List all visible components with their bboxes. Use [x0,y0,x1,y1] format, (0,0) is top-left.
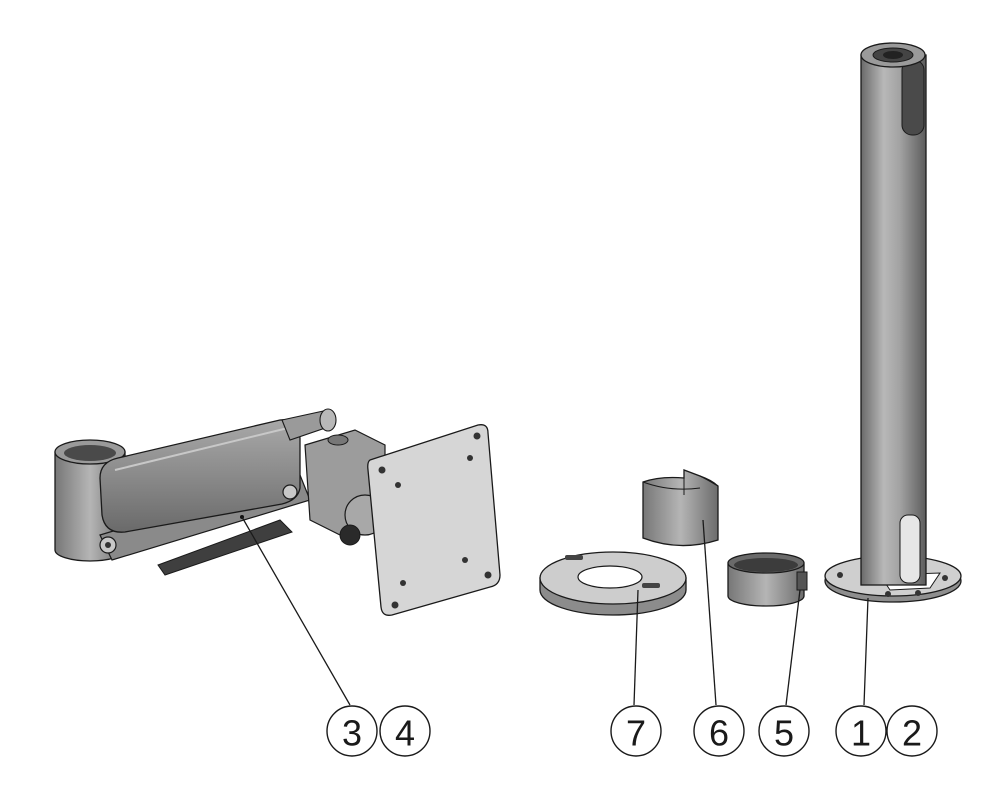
callout-4-label: 4 [395,713,415,754]
callout-4: 4 [379,705,431,757]
callout-3: 3 [326,705,378,757]
half-shell-clamp [642,469,719,547]
callout-2: 2 [886,705,938,757]
collar-ring [727,552,808,607]
base-ring [539,551,687,616]
monitor-arm-assembly [54,408,501,616]
callout-1: 1 [835,705,887,757]
leader-3-4 [241,516,351,706]
leader-1-2 [863,597,869,706]
leader-5 [785,589,801,706]
pole-assembly [824,42,962,603]
callout-6-label: 6 [709,713,729,754]
callout-7-label: 7 [626,713,646,754]
callout-6: 6 [693,705,745,757]
leader-7 [633,589,639,706]
callout-5: 5 [758,705,810,757]
leader-lines [241,516,869,706]
leader-6 [702,519,717,706]
callout-7: 7 [610,705,662,757]
callout-balloons: 3 4 7 6 5 1 2 [326,705,938,757]
callout-2-label: 2 [902,713,922,754]
callout-5-label: 5 [774,713,794,754]
callout-3-label: 3 [342,713,362,754]
callout-1-label: 1 [851,713,871,754]
